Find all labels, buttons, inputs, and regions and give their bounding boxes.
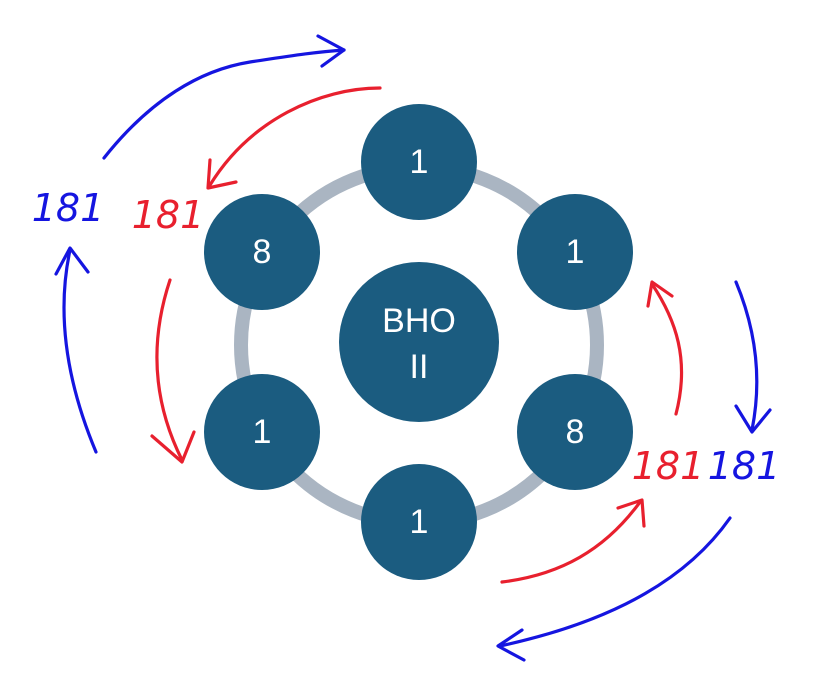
annotation-red-right: 181 [632,444,705,488]
node-bottom-circle [361,464,477,580]
node-lower-left-circle [204,374,320,490]
red-arrow-top [206,86,382,190]
annotation-blue-left: 181 [32,186,105,230]
node-lower-right: 8 [517,374,633,490]
node-lower-right-label: 8 [566,413,585,451]
node-lower-left-label: 1 [253,413,272,451]
node-upper-right-label: 1 [566,233,585,271]
blue-arrow-right [734,280,772,434]
node-lower-left: 1 [204,374,320,490]
red-arrow-right [646,280,684,416]
node-top-label: 1 [410,143,429,181]
node-upper-left-label: 8 [253,233,272,271]
red-arrow-bottom [500,498,646,584]
node-top-circle [361,104,477,220]
blue-arrow-bottom [496,516,732,662]
node-upper-right-circle [517,194,633,310]
center-circle [339,262,499,422]
node-bottom: 1 [361,464,477,580]
center-label-line1: BHO [382,302,456,340]
node-top: 1 [361,104,477,220]
node-upper-right: 1 [517,194,633,310]
node-upper-left-circle [204,194,320,310]
node-bottom-label: 1 [410,503,429,541]
annotation-red-left: 181 [132,193,205,237]
blue-arrow-top [102,34,346,160]
center-label-line2: II [410,348,429,386]
red-arrow-left [150,278,196,464]
center-node: BHO II [339,262,499,422]
node-lower-right-circle [517,374,633,490]
node-upper-left: 8 [204,194,320,310]
annotation-blue-right: 181 [708,444,781,488]
blue-arrow-left [54,246,98,454]
